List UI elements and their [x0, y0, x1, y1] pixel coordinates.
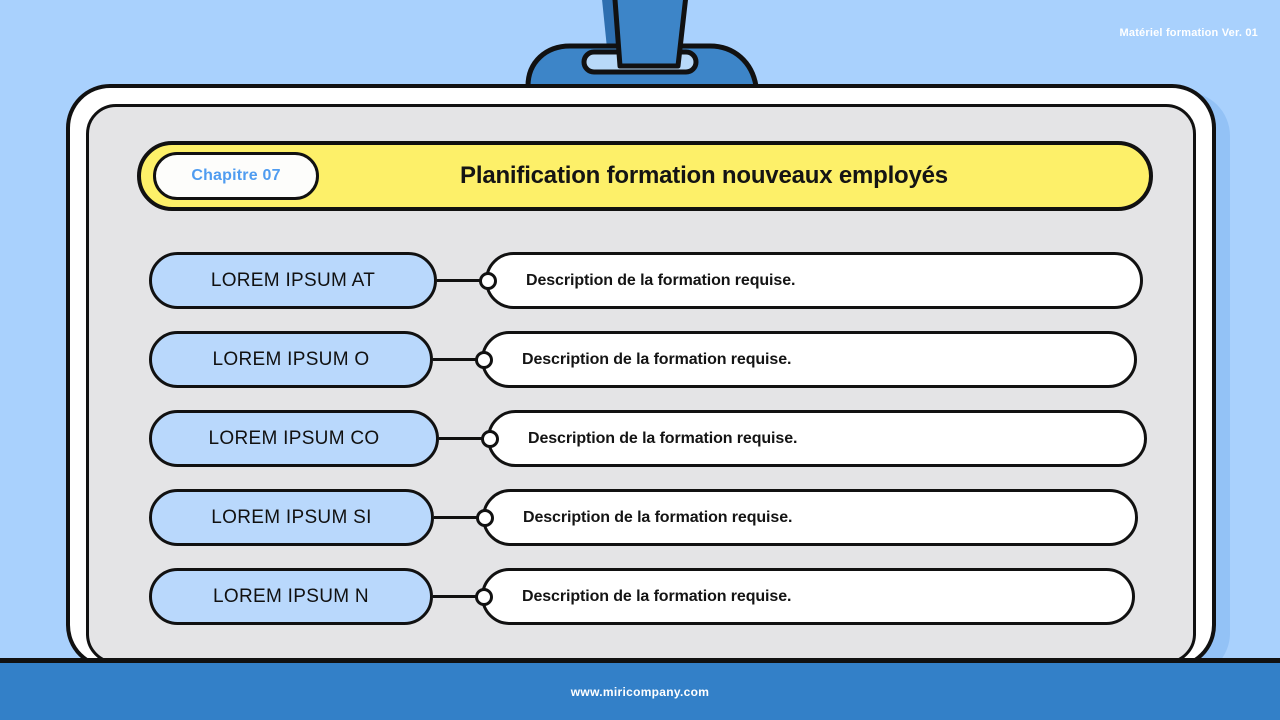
row-description-box[interactable]: Description de la formation requise. [481, 410, 1147, 467]
table-row: LOREM IPSUM CO Description de la formati… [89, 399, 1193, 478]
row-label-text: LOREM IPSUM O [212, 348, 370, 370]
footer-website-link[interactable]: www.miricompany.com [570, 684, 710, 699]
page-title: Planification formation nouveaux employé… [460, 162, 948, 189]
circle-marker-icon [475, 587, 493, 606]
chapter-badge-label: Chapitre 07 [191, 167, 281, 184]
table-row: LOREM IPSUM SI Description de la formati… [89, 478, 1193, 557]
header-banner: Chapitre 07 Planification formation nouv… [137, 141, 1153, 211]
connector-line [434, 516, 482, 519]
row-description-text: Description de la formation requise. [526, 271, 796, 289]
chapter-badge[interactable]: Chapitre 07 [153, 152, 319, 200]
row-label-pill[interactable]: LOREM IPSUM CO [149, 410, 439, 467]
row-description-box[interactable]: Description de la formation requise. [475, 331, 1137, 388]
row-label-text: LOREM IPSUM N [213, 585, 369, 607]
table-row: LOREM IPSUM AT Description de la formati… [89, 241, 1193, 320]
circle-marker-icon [476, 508, 494, 527]
circle-marker-icon [481, 429, 499, 448]
row-label-pill[interactable]: LOREM IPSUM O [149, 331, 433, 388]
footer-bar: www.miricompany.com [0, 663, 1280, 720]
board-content-panel: Chapitre 07 Planification formation nouv… [86, 104, 1196, 664]
row-label-pill[interactable]: LOREM IPSUM SI [149, 489, 434, 546]
rows-list: LOREM IPSUM AT Description de la formati… [89, 241, 1193, 636]
footer-divider [0, 658, 1280, 663]
circle-marker-icon [479, 271, 497, 290]
table-row: LOREM IPSUM O Description de la formatio… [89, 320, 1193, 399]
row-label-text: LOREM IPSUM AT [210, 269, 376, 291]
connector-line [439, 437, 487, 440]
row-description-text: Description de la formation requise. [523, 508, 793, 526]
row-label-text: LOREM IPSUM CO [208, 427, 380, 449]
row-description-box[interactable]: Description de la formation requise. [475, 568, 1135, 625]
connector-line [437, 279, 485, 282]
row-description-text: Description de la formation requise. [522, 587, 792, 605]
row-description-text: Description de la formation requise. [522, 350, 792, 368]
row-label-text: LOREM IPSUM SI [211, 506, 372, 528]
row-description-text: Description de la formation requise. [528, 429, 798, 447]
row-label-pill[interactable]: LOREM IPSUM AT [149, 252, 437, 309]
row-label-pill[interactable]: LOREM IPSUM N [149, 568, 433, 625]
row-description-box[interactable]: Description de la formation requise. [479, 252, 1143, 309]
row-description-box[interactable]: Description de la formation requise. [476, 489, 1138, 546]
circle-marker-icon [475, 350, 493, 369]
connector-line [433, 595, 481, 598]
table-row: LOREM IPSUM N Description de la formatio… [89, 557, 1193, 636]
connector-line [433, 358, 481, 361]
version-label: Matériel formation Ver. 01 [1119, 27, 1258, 39]
